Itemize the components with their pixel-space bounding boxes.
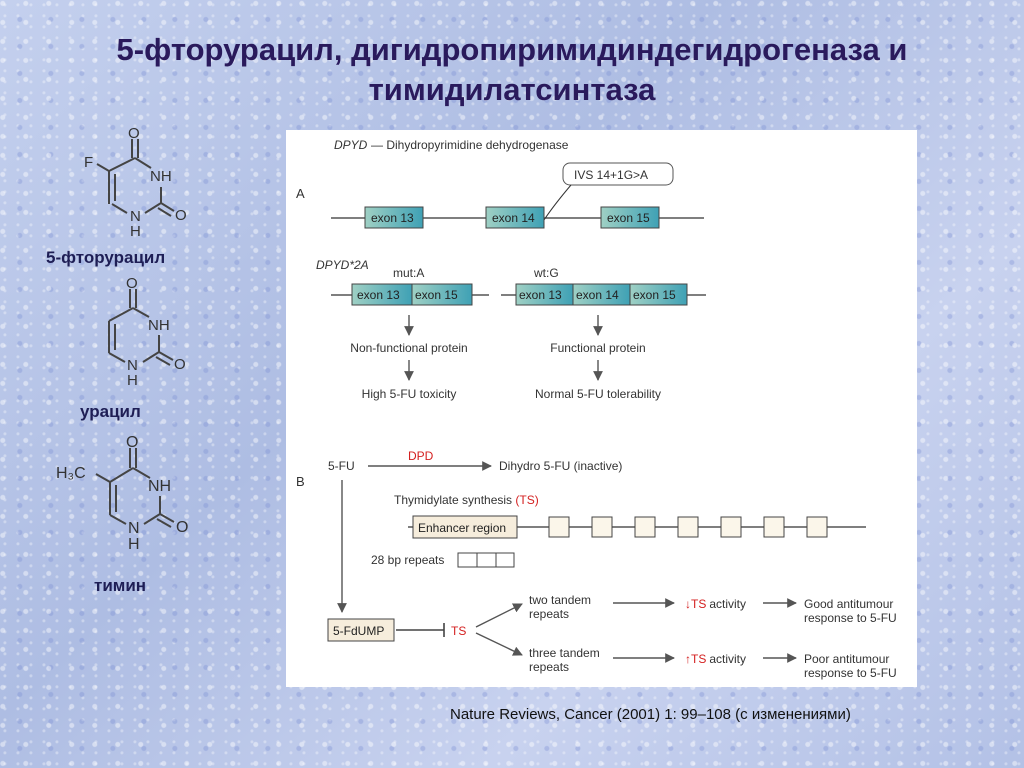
ts-inhibited-label: TS: [451, 624, 466, 638]
three-repeats-line-2: repeats: [529, 660, 569, 674]
nh-atom: NH: [150, 168, 172, 185]
thymine-structure: O NH O N H H₃C: [56, 434, 188, 553]
dihydro-label: Dihydro 5-FU (inactive): [499, 459, 622, 473]
title-line-1: 5-фторурацил, дигидропиримидиндегидроген…: [116, 32, 908, 67]
h-atom: H: [128, 536, 140, 553]
nh-atom: NH: [148, 317, 170, 334]
panel-b-letter: B: [296, 474, 305, 489]
methyl-group: H₃C: [56, 465, 86, 482]
exon-13-label: exon 13: [371, 211, 414, 225]
dpd-label: DPD: [408, 449, 434, 463]
exon-15-box: [600, 206, 660, 229]
h-atom: H: [127, 372, 138, 387]
callout-pointer: [543, 184, 572, 221]
o-atom: O: [126, 434, 138, 451]
source-citation: Nature Reviews, Cancer (2001) 1: 99–108 …: [450, 706, 851, 723]
mut-exon-13-label: exon 13: [357, 288, 400, 302]
nh-atom: NH: [148, 478, 171, 495]
mutation-callout: [562, 162, 674, 186]
two-repeats-line-1: two tandem: [529, 593, 591, 607]
mut-allele-label: mut:A: [393, 266, 424, 280]
panel-a-letter: A: [296, 186, 305, 201]
o-atom: O: [128, 125, 140, 142]
poor-response-line-1: Poor antitumour: [804, 652, 889, 666]
wt-exon-13-label: exon 13: [519, 288, 562, 302]
wt-outcome-text: Normal 5-FU tolerability: [535, 387, 661, 401]
f-atom: F: [84, 154, 93, 171]
repeat-boxes: [457, 552, 515, 568]
mut-exon-15-label: exon 15: [415, 288, 458, 302]
three-repeats-line-1: three tandem: [529, 646, 600, 660]
wt-exon-14-label: exon 14: [576, 288, 619, 302]
fluorouracil-label: 5-фторурацил: [46, 248, 166, 267]
gene-name: DPYD: [334, 138, 368, 152]
o-atom: O: [175, 207, 187, 224]
branch-down-arrow: [475, 632, 523, 656]
wt-exon-15-label: exon 15: [633, 288, 676, 302]
exon-13-box: [364, 206, 424, 229]
uracil-structure: O NH O N H: [108, 275, 186, 387]
mutation-callout-text: IVS 14+1G>A: [574, 168, 648, 182]
mut-outcome-text: High 5-FU toxicity: [362, 387, 457, 401]
repeats-label: 28 bp repeats: [371, 553, 444, 567]
wt-protein-text: Functional protein: [550, 341, 645, 355]
exon-14-label: exon 14: [492, 211, 535, 225]
title-line-2: тимидилатсинтаза: [368, 72, 656, 107]
good-response-line-1: Good antitumour: [804, 597, 893, 611]
enhancer-region-box: [412, 515, 518, 539]
ts-synthesis-label: Thymidylate synthesis (TS): [394, 493, 539, 507]
mut-protein-text: Non-functional protein: [350, 341, 467, 355]
uracil-label: урацил: [80, 402, 141, 421]
o-atom: O: [176, 519, 188, 536]
good-response-line-2: response to 5-FU: [804, 611, 897, 625]
exon-15-label: exon 15: [607, 211, 650, 225]
fdump-label: 5-FdUMP: [333, 624, 384, 638]
n-atom: N: [128, 520, 140, 537]
exon-14-box: [485, 206, 545, 229]
n-atom: N: [130, 208, 141, 225]
gene-description: — Dihydropyrimidine dehydrogenase: [371, 138, 569, 152]
h-atom: H: [130, 223, 141, 240]
fdump-box: [327, 618, 395, 642]
mut-exon-15-box: [411, 283, 473, 306]
two-repeats-line-2: repeats: [529, 607, 569, 621]
enhancer-region-label: Enhancer region: [418, 521, 506, 535]
wt-exon-15-box: [629, 283, 688, 306]
ts-exon-boxes: [548, 516, 828, 538]
o-atom: O: [126, 275, 138, 292]
o-atom: O: [174, 356, 186, 373]
fu-label: 5-FU: [328, 459, 355, 473]
diagram-panel: DPYD — Dihydropyrimidine dehydrogenase A…: [286, 130, 917, 687]
slide-title: 5-фторурацил, дигидропиримидиндегидроген…: [40, 30, 984, 110]
poor-response-line-2: response to 5-FU: [804, 666, 897, 680]
wt-allele-label: wt:G: [533, 266, 559, 280]
fluorouracil-structure: O NH O N H F: [84, 125, 187, 240]
thymine-label: тимин: [94, 576, 147, 595]
n-atom: N: [127, 357, 138, 374]
allele-label: DPYD*2A: [316, 258, 369, 272]
branch-up-arrow: [475, 603, 523, 628]
